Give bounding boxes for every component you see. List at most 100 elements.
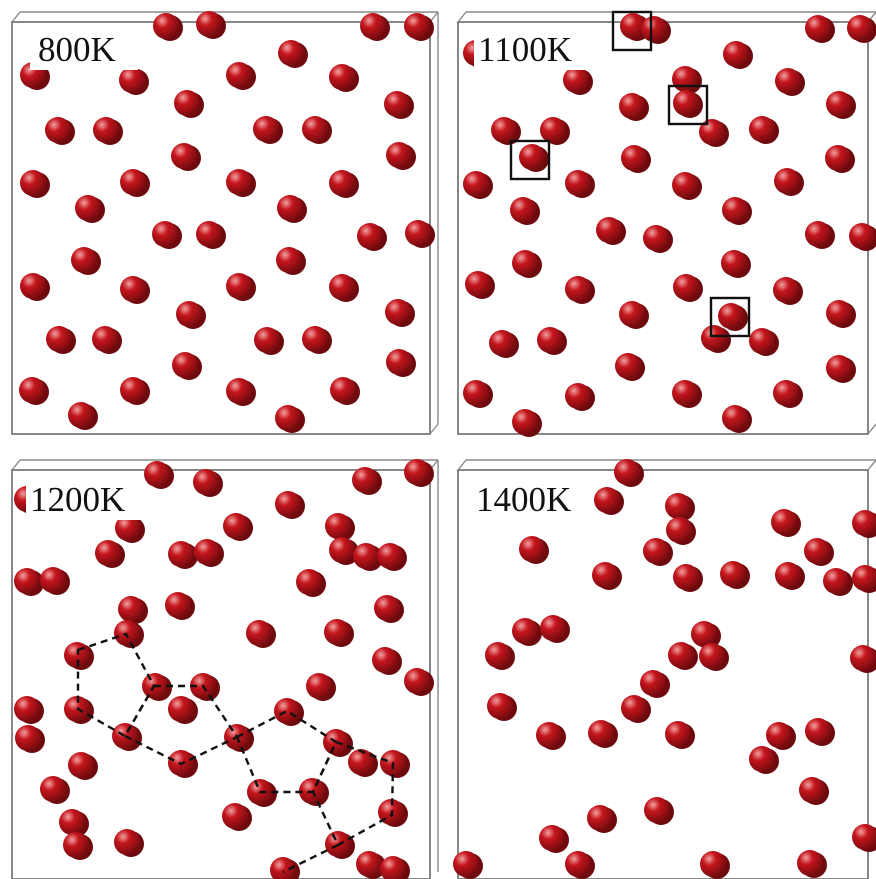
- atom: [119, 67, 145, 93]
- atom: [112, 723, 138, 749]
- atom: [374, 595, 400, 621]
- atom: [223, 513, 249, 539]
- atom: [93, 117, 119, 143]
- atom: [673, 564, 699, 590]
- atom: [537, 327, 563, 353]
- atom: [512, 409, 538, 435]
- vacancy-marker-square: [611, 10, 653, 52]
- atom: [691, 621, 717, 647]
- atom: [797, 850, 823, 876]
- vacancy-markers-1100k: [509, 10, 751, 338]
- atom: [699, 119, 725, 145]
- atom: [153, 13, 179, 39]
- atom: [246, 620, 272, 646]
- atom: [14, 568, 40, 594]
- vacancy-marker-square: [709, 296, 751, 338]
- atom: [673, 274, 699, 300]
- atom: [222, 803, 248, 829]
- atom: [174, 90, 200, 116]
- atom: [565, 383, 591, 409]
- atom: [512, 250, 538, 276]
- atom: [804, 538, 830, 564]
- atom: [45, 117, 71, 143]
- atom: [849, 223, 875, 249]
- atom: [372, 647, 398, 673]
- atom: [563, 67, 589, 93]
- atom: [386, 349, 412, 375]
- dashed-ring-outline: [76, 632, 156, 738]
- atom: [665, 721, 691, 747]
- atom: [329, 170, 355, 196]
- atom: [120, 377, 146, 403]
- atom: [75, 195, 101, 221]
- atom: [773, 380, 799, 406]
- atom: [723, 41, 749, 67]
- atom: [324, 619, 350, 645]
- atom: [68, 752, 94, 778]
- atom: [621, 145, 647, 171]
- vacancy-marker-square: [509, 139, 551, 181]
- atom: [565, 276, 591, 302]
- atom: [619, 93, 645, 119]
- atom: [278, 40, 304, 66]
- atom: [275, 405, 301, 431]
- atom: [92, 326, 118, 352]
- atom: [329, 274, 355, 300]
- atom: [270, 857, 296, 879]
- atom: [643, 538, 669, 564]
- atoms-1200k: [14, 459, 434, 879]
- atom: [668, 642, 694, 668]
- atom: [826, 91, 852, 117]
- atom: [20, 170, 46, 196]
- atom: [226, 378, 252, 404]
- atom: [771, 509, 797, 535]
- dashed-ring-outline: [311, 740, 395, 847]
- atom: [115, 515, 141, 541]
- atoms-1100k: [463, 13, 876, 437]
- atom: [114, 620, 140, 646]
- atom: [276, 247, 302, 273]
- atom: [46, 326, 72, 352]
- atom: [718, 303, 744, 329]
- atom: [226, 62, 252, 88]
- atom: [63, 832, 89, 858]
- atom: [277, 195, 303, 221]
- atom: [850, 645, 876, 671]
- atom: [615, 353, 641, 379]
- atom: [485, 642, 511, 668]
- atom: [71, 247, 97, 273]
- panel-1400k: 1400K: [453, 459, 876, 879]
- atom: [852, 565, 876, 591]
- atom: [352, 467, 378, 493]
- atom: [766, 722, 792, 748]
- atom: [275, 491, 301, 517]
- atom: [59, 809, 85, 835]
- atom: [701, 325, 727, 351]
- atom: [665, 493, 691, 519]
- atom: [386, 142, 412, 168]
- atom: [463, 380, 489, 406]
- atom: [643, 225, 669, 251]
- atom: [489, 330, 515, 356]
- panel-label-800k: 800K: [38, 30, 116, 69]
- atom: [194, 539, 220, 565]
- atom: [519, 536, 545, 562]
- atom: [120, 169, 146, 195]
- atom: [404, 459, 430, 485]
- atom: [144, 461, 170, 487]
- panel-label-1200k: 1200K: [30, 480, 125, 519]
- atom: [40, 567, 66, 593]
- atom: [640, 670, 666, 696]
- dashed-ring-outline: [235, 709, 338, 794]
- atom: [226, 273, 252, 299]
- atom: [749, 328, 775, 354]
- atom: [666, 517, 692, 543]
- atom: [329, 64, 355, 90]
- atom: [95, 540, 121, 566]
- atom: [774, 168, 800, 194]
- atom: [254, 327, 280, 353]
- atom: [620, 13, 646, 39]
- atom: [353, 543, 379, 569]
- atom: [672, 380, 698, 406]
- atom: [325, 513, 351, 539]
